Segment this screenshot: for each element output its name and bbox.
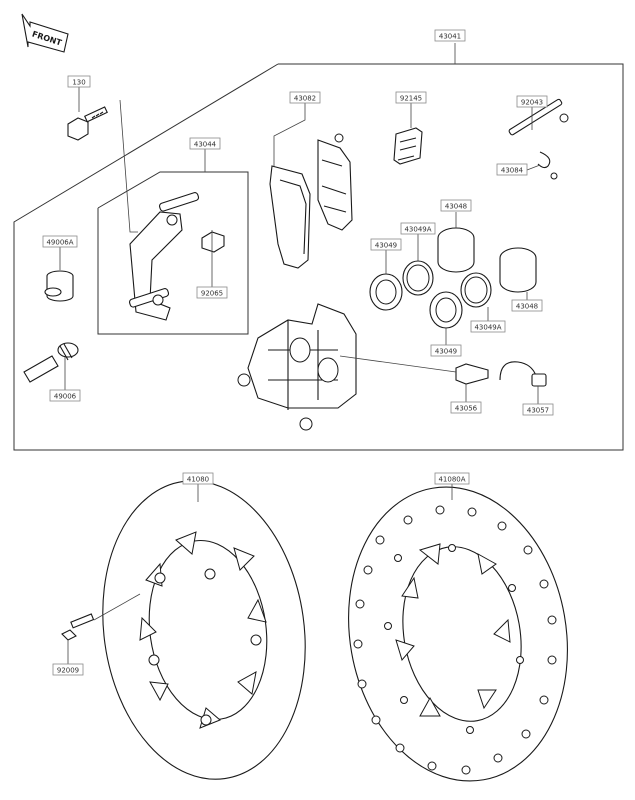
bracket-assembly-frame bbox=[97, 171, 249, 335]
label-43041-text: 43041 bbox=[439, 33, 461, 41]
bolt-130-part bbox=[67, 106, 108, 141]
label-41080A: 41080A bbox=[434, 472, 470, 485]
piston-43048-bottom-part bbox=[499, 247, 537, 293]
label-43049A-bottom-text: 43049A bbox=[474, 324, 501, 332]
label-41080-text: 41080 bbox=[187, 476, 209, 484]
label-43049-bottom-text: 43049 bbox=[435, 348, 457, 356]
label-43044: 43044 bbox=[189, 137, 221, 150]
clip-43084-part bbox=[537, 151, 558, 180]
label-43049-top-text: 43049 bbox=[375, 242, 397, 250]
label-41080A-text: 41080A bbox=[438, 476, 465, 484]
label-43082-text: 43082 bbox=[294, 95, 316, 103]
label-43082: 43082 bbox=[289, 91, 321, 104]
label-92065: 92065 bbox=[196, 286, 228, 299]
brake-disc-41080A-part bbox=[348, 486, 568, 782]
label-41080: 41080 bbox=[182, 472, 214, 485]
screw-92009-part bbox=[61, 613, 95, 641]
label-49006: 49006 bbox=[49, 389, 81, 402]
bleeder-49006-part bbox=[23, 342, 79, 383]
label-92145: 92145 bbox=[395, 91, 427, 104]
label-43049A-top-text: 43049A bbox=[404, 226, 431, 234]
caliper-assembly-frame bbox=[13, 63, 624, 451]
label-43049-bottom: 43049 bbox=[430, 344, 462, 357]
label-43049A-top: 43049A bbox=[400, 222, 436, 235]
label-92043: 92043 bbox=[516, 95, 548, 108]
label-43057-text: 43057 bbox=[527, 407, 549, 415]
hose-fitting-43057-part bbox=[499, 361, 547, 387]
bolt-43056-part bbox=[339, 355, 489, 385]
label-43048-top-text: 43048 bbox=[445, 203, 467, 211]
label-43056-text: 43056 bbox=[455, 405, 478, 413]
label-43084-text: 43084 bbox=[501, 167, 524, 175]
label-92145-text: 92145 bbox=[400, 95, 422, 103]
piston-43048-top-part bbox=[437, 227, 475, 273]
brake-pads-43082-part bbox=[269, 133, 353, 269]
spring-92065-part bbox=[201, 230, 225, 268]
front-direction-badge: FRONT bbox=[21, 13, 69, 53]
label-92009-text: 92009 bbox=[57, 667, 79, 675]
label-43048-top: 43048 bbox=[440, 199, 472, 212]
label-92009: 92009 bbox=[52, 663, 84, 676]
label-43049-top: 43049 bbox=[370, 238, 402, 251]
label-92043-text: 92043 bbox=[521, 99, 543, 107]
label-43044-text: 43044 bbox=[194, 141, 217, 149]
seal-43049-left-part bbox=[369, 273, 403, 311]
label-130-text: 130 bbox=[72, 79, 85, 87]
brake-disc-41080-part bbox=[102, 480, 306, 780]
label-130: 130 bbox=[67, 75, 91, 88]
label-49006A: 49006A bbox=[42, 235, 78, 248]
pin-92043-part bbox=[508, 98, 569, 136]
caliper-body-part bbox=[237, 303, 357, 431]
label-43049A-bottom: 43049A bbox=[470, 320, 506, 333]
seal-43049-bottom-part bbox=[429, 291, 463, 329]
label-92065-text: 92065 bbox=[201, 290, 223, 298]
label-43057: 43057 bbox=[522, 403, 554, 416]
label-43048-bottom: 43048 bbox=[511, 299, 543, 312]
label-49006A-text: 49006A bbox=[46, 239, 73, 247]
seal-43049A-top-part bbox=[402, 260, 434, 296]
caliper-bracket-part bbox=[128, 192, 200, 321]
cap-49006A-part bbox=[44, 270, 74, 302]
pad-spring-92145-part bbox=[393, 127, 423, 165]
label-43041: 43041 bbox=[434, 29, 466, 42]
seal-43049A-bottom-part bbox=[460, 272, 492, 308]
label-43084: 43084 bbox=[496, 163, 528, 176]
label-49006-text: 49006 bbox=[54, 393, 77, 401]
label-43048-bottom-text: 43048 bbox=[516, 303, 538, 311]
label-43056: 43056 bbox=[450, 401, 482, 414]
